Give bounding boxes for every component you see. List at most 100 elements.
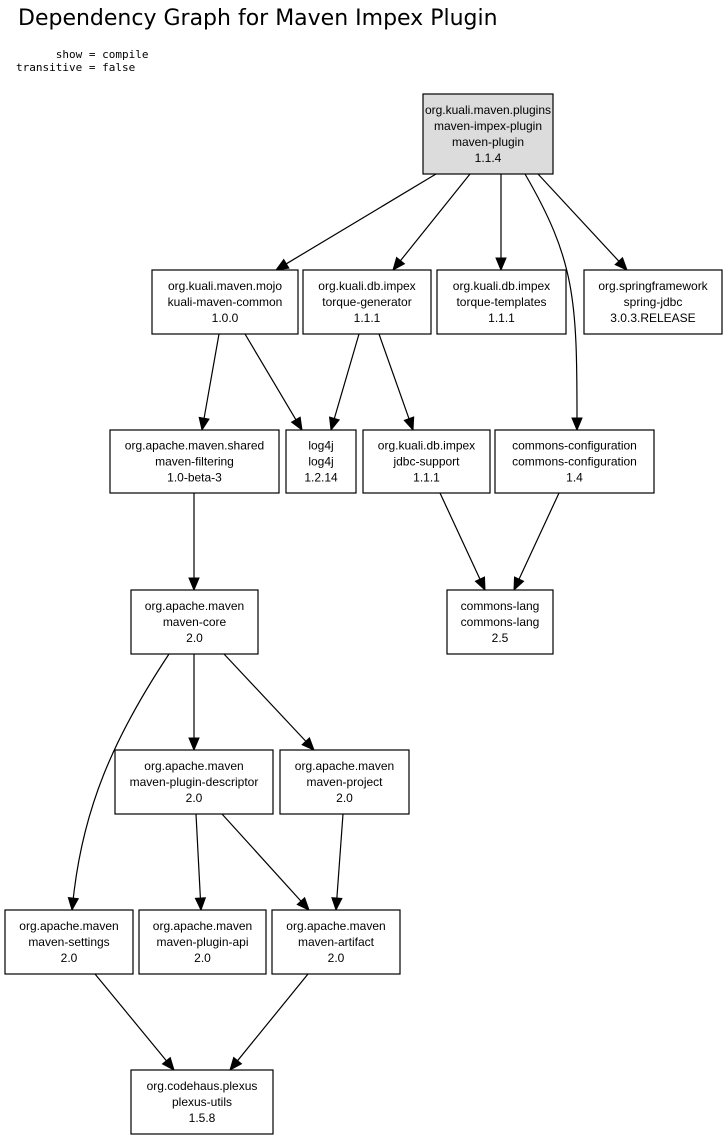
node-box	[362, 429, 491, 494]
node-group-label: org.kuali.db.impex	[453, 279, 550, 293]
edge-line	[237, 973, 309, 1062]
edges-layer	[67, 173, 628, 1072]
arrowhead-icon	[67, 896, 80, 912]
node-group-label: org.apache.maven	[145, 599, 244, 613]
node-version-label: 1.1.1	[413, 471, 440, 485]
node-commons-configuration: commons-configurationcommons-configurati…	[494, 429, 655, 494]
node-artifact-label: commons-lang	[461, 615, 540, 629]
node-box	[446, 589, 554, 655]
node-box	[271, 909, 401, 975]
node-artifact-label: maven-impex-plugin	[434, 119, 542, 133]
node-version-label: 2.0	[186, 631, 203, 645]
node-version-label: 2.0	[194, 951, 211, 965]
node-group-label: org.codehaus.plexus	[147, 1079, 258, 1093]
node-version-label: 3.0.3.RELEASE	[610, 311, 695, 325]
node-type-label: maven-plugin	[452, 135, 524, 149]
node-version-label: 2.5	[492, 631, 509, 645]
node-version-label: 1.0.0	[212, 311, 239, 325]
node-maven-impex-plugin: org.kuali.maven.plugins maven-impex-plugi…	[422, 93, 554, 175]
edge-artifact-to-plexus	[229, 973, 309, 1072]
edge-impex-to-torquetpl	[495, 174, 507, 272]
arrowhead-icon	[513, 576, 525, 592]
node-artifact-label: torque-generator	[322, 295, 411, 309]
edge-line	[195, 813, 201, 899]
edge-line	[223, 653, 307, 742]
node-artifact-label: maven-core	[163, 615, 227, 629]
node-group-label: log4j	[308, 439, 333, 453]
node-version-label: 1.2.14	[304, 471, 338, 485]
arrowhead-icon	[161, 1056, 175, 1072]
edge-impex-to-commonsconfig	[524, 173, 583, 432]
edge-line	[400, 173, 471, 262]
edge-torquegen-to-log4j	[328, 333, 360, 432]
arrowhead-icon	[474, 576, 486, 592]
edge-jdbcsupport-to-commonslang	[439, 492, 486, 592]
node-group-label: org.apache.maven	[295, 759, 394, 773]
node-version-label: 2.0	[186, 791, 203, 805]
node-box	[302, 269, 432, 335]
edge-torquegen-to-jdbcsupport	[378, 333, 415, 432]
edge-mojo-to-log4j	[244, 333, 303, 432]
edge-line	[524, 173, 578, 419]
edge-line	[203, 333, 220, 419]
arrowhead-icon	[188, 577, 200, 592]
arrowhead-icon	[296, 896, 310, 911]
node-artifact-label: kuali-maven-common	[168, 295, 283, 309]
node-artifact-label: spring-jdbc	[624, 295, 683, 309]
node-group-label: org.apache.maven	[153, 919, 252, 933]
node-version-label: 1.1.4	[475, 151, 502, 165]
node-box	[4, 909, 134, 975]
node-group-label: org.kuali.maven.plugins	[425, 103, 551, 117]
node-torque-generator: org.kuali.db.impex torque-generator 1.1.1	[302, 269, 432, 335]
node-artifact-label: plexus-utils	[172, 1095, 232, 1109]
edge-line	[518, 492, 560, 580]
node-artifact-label: maven-plugin-api	[156, 935, 248, 949]
arrowhead-icon	[194, 897, 207, 912]
edge-line	[333, 333, 360, 419]
node-group-label: org.kuali.db.impex	[318, 279, 415, 293]
node-box	[109, 429, 280, 494]
nodes-layer: org.kuali.maven.plugins maven-impex-plugi…	[4, 93, 723, 1135]
arrowhead-icon	[328, 416, 341, 432]
arrowhead-icon	[188, 737, 200, 752]
node-group-label: org.apache.maven	[19, 919, 118, 933]
node-kuali-maven-common: org.kuali.maven.mojokuali-maven-common1.…	[151, 269, 299, 335]
node-artifact-label: maven-settings	[28, 935, 109, 949]
node-artifact-label: maven-artifact	[298, 935, 375, 949]
graph-title: Dependency Graph for Maven Impex Plugin	[18, 6, 498, 31]
edge-project-to-artifact	[331, 813, 344, 912]
node-box	[436, 269, 567, 335]
graph-parameters: show = compile transitive = false	[16, 48, 148, 74]
edge-impex-to-mojo	[274, 173, 437, 271]
node-box	[114, 749, 274, 815]
node-group-label: org.apache.maven	[286, 919, 385, 933]
show-parameter: show = compile	[16, 48, 149, 61]
edge-plugindesc-to-pluginapi	[194, 813, 207, 912]
edge-line	[336, 813, 344, 899]
node-maven-filtering: org.apache.maven.sharedmaven-filtering1.…	[109, 429, 280, 494]
arrowhead-icon	[614, 256, 628, 271]
edge-line	[439, 492, 481, 580]
edge-line	[285, 173, 437, 265]
node-maven-plugin-api: org.apache.maven maven-plugin-api 2.0	[138, 909, 267, 975]
edge-line	[244, 333, 297, 420]
node-maven-plugin-descriptor: org.apache.mavenmaven-plugin-descriptor2…	[114, 749, 274, 815]
edge-core-to-settings	[67, 653, 170, 912]
node-version-label: 2.0	[336, 791, 353, 805]
edge-filtering-to-core	[188, 493, 200, 592]
node-version-label: 1.1.1	[488, 311, 515, 325]
node-version-label: 1.1.1	[354, 311, 381, 325]
node-box	[583, 269, 723, 335]
transitive-parameter: transitive = false	[16, 61, 136, 74]
edge-line	[221, 813, 302, 902]
edge-impex-to-springjdbc	[537, 173, 628, 271]
node-artifact-label: maven-filtering	[155, 455, 234, 469]
node-box	[494, 429, 655, 494]
